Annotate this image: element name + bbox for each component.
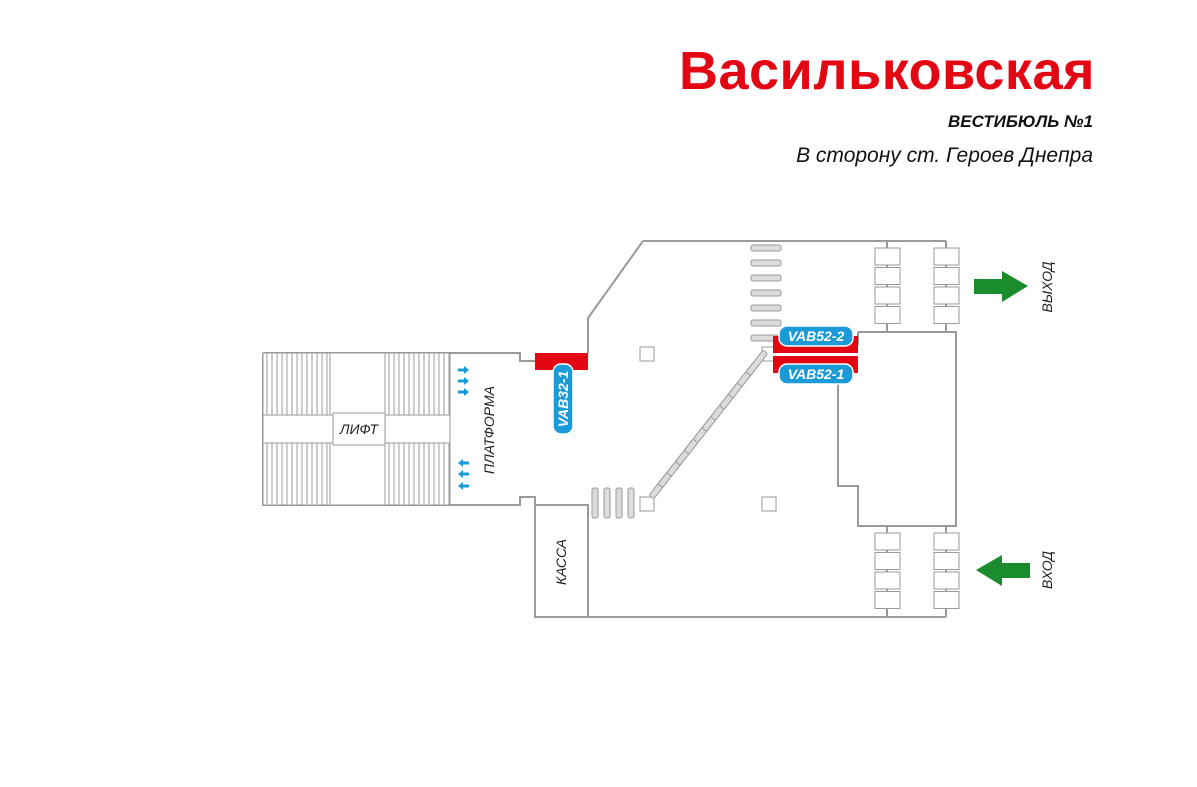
entrance-arrow-icon: [976, 555, 1030, 586]
tag-vab52-1[interactable]: [778, 363, 854, 385]
cashier-room: [534, 504, 589, 618]
turnstile: [874, 552, 901, 570]
stairs: [262, 352, 451, 506]
escalator-step: [746, 350, 768, 376]
tag-vab52-1-label: VAB52-1: [788, 366, 845, 382]
escalator-step: [615, 487, 623, 519]
escalator-step: [750, 304, 782, 312]
turnstile: [933, 571, 960, 590]
entrance-label: ВХОД: [1039, 551, 1055, 589]
turnstile: [874, 532, 901, 551]
turnstile: [933, 532, 960, 551]
escalator-step: [750, 274, 782, 282]
platform-arrows: [458, 366, 469, 490]
stair-flight: [384, 442, 451, 506]
escalator-step: [750, 289, 782, 297]
escalator-step: [627, 487, 635, 519]
arrow-right-icon: [458, 377, 469, 385]
tag-vab52-2-label: VAB52-2: [788, 328, 845, 344]
turnstile: [874, 247, 901, 266]
arrow-right-icon: [458, 388, 469, 396]
escalator-step: [750, 244, 782, 252]
escalator: [591, 244, 782, 519]
arrow-left-icon: [458, 470, 469, 478]
stair-flight: [384, 352, 451, 416]
turnstile: [933, 552, 960, 570]
columns: [639, 346, 777, 512]
turnstile: [874, 571, 901, 590]
vestibule-label: ВЕСТИБЮЛЬ №1: [948, 112, 1093, 131]
escalator-step: [750, 259, 782, 267]
station-name: Васильковская: [678, 41, 1095, 101]
exit-arrow-icon: [974, 271, 1028, 302]
exit-label: ВЫХОД: [1039, 261, 1055, 312]
turnstile: [874, 306, 901, 324]
platform-label: ПЛАТФОРМА: [481, 386, 497, 474]
arrow-left-icon: [458, 459, 469, 467]
equipment-vab32-1[interactable]: [535, 353, 588, 370]
tag-vab32-1[interactable]: [552, 363, 574, 435]
turnstiles: [874, 247, 960, 609]
direction-label: В сторону ст. Героев Днепра: [796, 144, 1093, 167]
turnstile: [933, 267, 960, 285]
tag-vab32-1-label: VAB32-1: [555, 371, 571, 428]
lift-box: [332, 412, 386, 446]
turnstile: [933, 306, 960, 324]
turnstile: [933, 286, 960, 305]
turnstile: [933, 247, 960, 266]
escalator-step: [603, 487, 611, 519]
turnstile: [874, 591, 901, 609]
escalator-step: [591, 487, 599, 519]
tag-vab52-2[interactable]: [778, 325, 854, 347]
turnstile: [874, 286, 901, 305]
lift-label: ЛИФТ: [339, 421, 380, 437]
arrow-right-icon: [458, 366, 469, 374]
cashier-label: КАССА: [553, 539, 569, 585]
escalator-step: [750, 319, 782, 327]
arrow-left-icon: [458, 482, 469, 490]
turnstile: [933, 591, 960, 609]
turnstile: [874, 267, 901, 285]
